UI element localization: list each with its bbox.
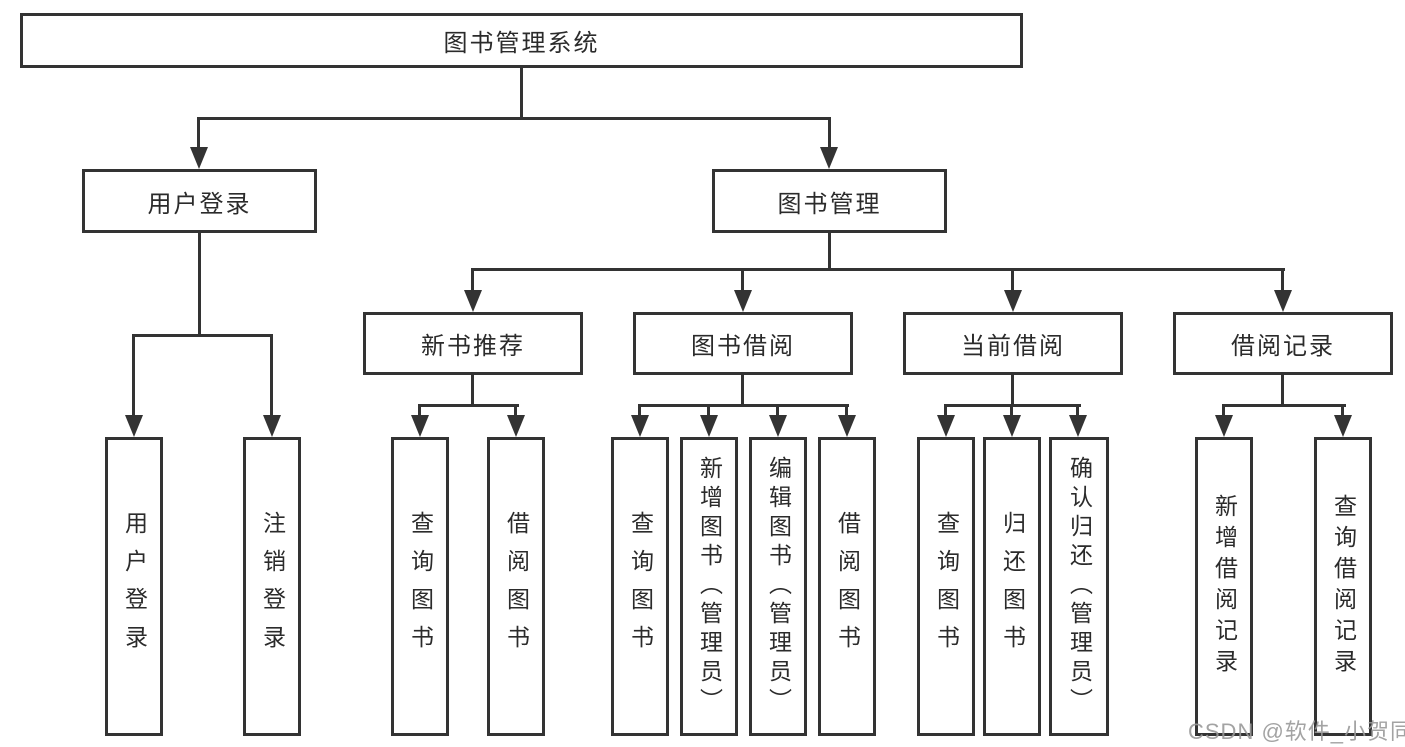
- leaf-query-books-current-label: 查询图书: [933, 510, 960, 663]
- connector-vline: [270, 334, 273, 416]
- connector-hline: [471, 268, 1285, 271]
- connector-hline: [197, 117, 831, 120]
- connector-vline: [418, 404, 421, 417]
- connector-vline: [1011, 268, 1014, 292]
- arrow-down-icon: [507, 415, 525, 437]
- connector-vline: [828, 233, 831, 271]
- connector-hline: [1222, 404, 1346, 407]
- leaf-add-borrow-record-label: 新增借阅记录: [1211, 493, 1238, 680]
- connector-vline: [828, 117, 831, 149]
- arrow-down-icon: [1215, 415, 1233, 437]
- leaf-confirm-return-admin: 确认归还（管理员）: [1049, 437, 1109, 736]
- csdn-watermark: CSDN @软件_小贺同学: [1188, 719, 1405, 744]
- arrow-down-icon: [411, 415, 429, 437]
- connector-vline: [776, 404, 779, 417]
- node-current-borrowing: 当前借阅: [903, 312, 1123, 375]
- connector-vline: [471, 373, 474, 407]
- leaf-add-books-admin-label: 新增图书（管理员）: [696, 456, 723, 717]
- node-borrowing-records: 借阅记录: [1173, 312, 1393, 375]
- leaf-edit-books-admin: 编辑图书（管理员）: [749, 437, 807, 736]
- connector-vline: [638, 404, 641, 417]
- connector-vline: [1341, 404, 1344, 417]
- leaf-add-books-admin: 新增图书（管理员）: [680, 437, 738, 736]
- arrow-down-icon: [700, 415, 718, 437]
- leaf-borrow-books-borrowing-label: 借阅图书: [834, 510, 861, 663]
- connector-vline: [741, 373, 744, 407]
- connector-vline: [1011, 373, 1014, 407]
- connector-vline: [1222, 404, 1225, 417]
- leaf-query-borrow-record-label: 查询借阅记录: [1330, 493, 1357, 680]
- leaf-query-books-recommend-label: 查询图书: [407, 510, 434, 663]
- node-borrowing-records-label: 借阅记录: [1231, 333, 1335, 360]
- arrow-down-icon: [464, 290, 482, 312]
- connector-vline: [471, 268, 474, 292]
- connector-vline: [741, 268, 744, 292]
- node-new-book-recommendation: 新书推荐: [363, 312, 583, 375]
- leaf-confirm-return-admin-label: 确认归还（管理员）: [1066, 456, 1093, 717]
- connector-vline: [707, 404, 710, 417]
- connector-vline: [132, 334, 135, 416]
- arrow-down-icon: [1003, 415, 1021, 437]
- leaf-borrow-books-recommend-label: 借阅图书: [503, 510, 530, 663]
- node-book-borrowing-label: 图书借阅: [691, 333, 795, 360]
- connector-vline: [1076, 404, 1079, 417]
- connector-vline: [1281, 268, 1284, 292]
- connector-vline: [944, 404, 947, 417]
- arrow-down-icon: [631, 415, 649, 437]
- leaf-query-books-current: 查询图书: [917, 437, 975, 736]
- node-current-borrowing-label: 当前借阅: [961, 333, 1065, 360]
- arrow-down-icon: [734, 290, 752, 312]
- connector-vline: [845, 404, 848, 417]
- leaf-return-books: 归还图书: [983, 437, 1041, 736]
- arrow-down-icon: [1004, 290, 1022, 312]
- connector-vline: [1010, 404, 1013, 417]
- arrow-down-icon: [1274, 290, 1292, 312]
- arrow-down-icon: [937, 415, 955, 437]
- arrow-down-icon: [769, 415, 787, 437]
- connector-hline: [132, 334, 273, 337]
- leaf-borrow-books-recommend: 借阅图书: [487, 437, 545, 736]
- leaf-query-borrow-record: 查询借阅记录: [1314, 437, 1372, 736]
- leaf-query-books-borrowing: 查询图书: [611, 437, 669, 736]
- node-root-label: 图书管理系统: [443, 30, 600, 57]
- leaf-user-login: 用户登录: [105, 437, 163, 736]
- node-book-management: 图书管理: [712, 169, 947, 233]
- connector-hline: [418, 404, 519, 407]
- arrow-down-icon: [190, 147, 208, 169]
- node-book-borrowing: 图书借阅: [633, 312, 853, 375]
- leaf-edit-books-admin-label: 编辑图书（管理员）: [765, 456, 792, 717]
- arrow-down-icon: [820, 147, 838, 169]
- arrow-down-icon: [263, 415, 281, 437]
- node-root: 图书管理系统: [20, 13, 1023, 68]
- leaf-logout-login: 注销登录: [243, 437, 301, 736]
- leaf-query-books-recommend: 查询图书: [391, 437, 449, 736]
- connector-vline: [197, 117, 200, 149]
- leaf-logout-login-label: 注销登录: [259, 510, 286, 663]
- node-user-login: 用户登录: [82, 169, 317, 233]
- connector-hline: [638, 404, 849, 407]
- leaf-user-login-label: 用户登录: [121, 510, 148, 663]
- connector-vline: [198, 233, 201, 336]
- arrow-down-icon: [1069, 415, 1087, 437]
- leaf-borrow-books-borrowing: 借阅图书: [818, 437, 876, 736]
- connector-vline: [1281, 373, 1284, 407]
- connector-vline: [520, 67, 523, 118]
- arrow-down-icon: [1334, 415, 1352, 437]
- node-new-book-recommendation-label: 新书推荐: [421, 333, 525, 360]
- leaf-query-books-borrowing-label: 查询图书: [627, 510, 654, 663]
- leaf-add-borrow-record: 新增借阅记录: [1195, 437, 1253, 736]
- node-book-management-label: 图书管理: [777, 190, 882, 218]
- arrow-down-icon: [838, 415, 856, 437]
- node-user-login-label: 用户登录: [147, 190, 252, 218]
- arrow-down-icon: [125, 415, 143, 437]
- leaf-return-books-label: 归还图书: [999, 510, 1026, 663]
- connector-vline: [514, 404, 517, 417]
